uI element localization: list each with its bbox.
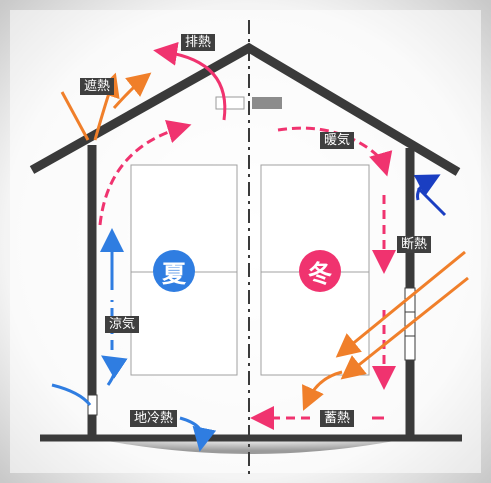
label-insulation: 断熱: [397, 236, 432, 253]
winter-sun-floor-arrow: [302, 370, 343, 411]
label-shading: 遮熱: [80, 78, 115, 95]
ground-mound: [92, 438, 410, 454]
shading-sun-ray-icon: [60, 91, 90, 141]
label-heat-storage: 蓄熱: [320, 410, 355, 427]
label-geo-cool: 地冷熱: [130, 410, 178, 427]
label-exhaust: 排熱: [181, 34, 216, 51]
shading-reflect-arrow-2: [112, 72, 152, 110]
winter-sun-ray-1: [335, 250, 466, 358]
summer-rising-air-arrow: [98, 120, 192, 226]
winter-badge: 冬: [299, 250, 341, 292]
left-vent: [87, 394, 98, 416]
summer-badge: 夏: [153, 250, 195, 292]
wind-arrow-icon: [413, 174, 441, 201]
label-cool-air: 涼気: [105, 316, 140, 333]
outside-breeze-arrow: [51, 383, 92, 406]
geo-cool-arrow: [179, 416, 217, 452]
winter-sun-ray-2: [340, 276, 469, 380]
exhaust-arrow: [153, 41, 227, 121]
attic-vent-left: [215, 96, 245, 110]
label-warm-air: 暖気: [320, 132, 355, 149]
cool-air-low-arrow: [101, 355, 128, 386]
attic-vent-right: [252, 97, 282, 109]
